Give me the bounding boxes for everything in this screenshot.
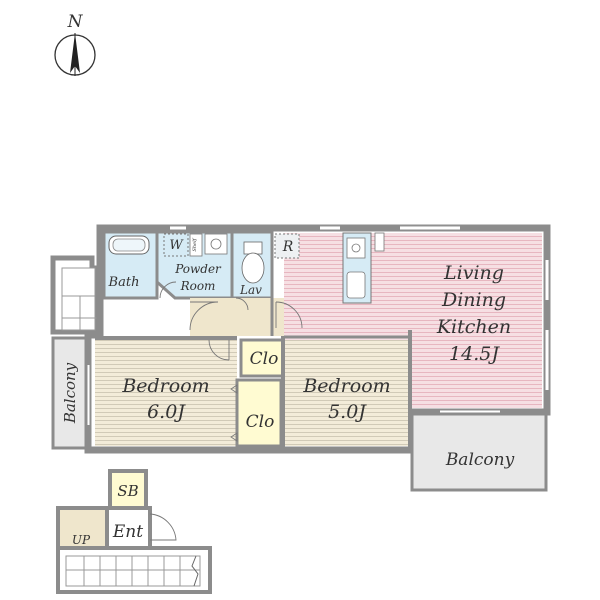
bedroom-west-floor [95,340,237,446]
refrigerator-label: R [282,239,294,255]
ldk-label-dining: Dining [441,289,506,311]
bedroom-east-floor [285,340,410,446]
bedroom-west-size: 6.0J [147,401,186,423]
stairs-landing [56,506,109,550]
closet-upper [239,338,285,378]
toilet-icon [243,241,263,255]
entrance-label: Ent [112,522,143,542]
washer-icon [163,233,189,257]
balcony-east [410,412,548,492]
closet-upper-label: Clo [250,349,279,369]
ldk-label-living: Living [443,262,504,284]
powder-room-label-line1: Powder [174,262,222,276]
refrigerator-icon [274,233,300,259]
ldk-label-kitchen: Kitchen [436,316,511,338]
bedroom-east-label: Bedroom [302,375,390,397]
sink-icon [204,233,228,255]
bath-label: Bath [108,275,140,290]
entrance-area [56,469,212,594]
stairs-up-label: UP [72,533,91,547]
powder-room-label-line2: Room [180,279,216,293]
closet-lower-label: Clo [246,412,275,432]
entrance-hall [105,506,152,550]
bedroom-west-label: Bedroom [121,375,209,397]
washer-label: W [169,238,184,253]
balcony-east-label: Balcony [445,450,515,470]
shelf-icon [189,233,203,257]
balcony-west [51,336,88,450]
compass-label: N [67,12,84,32]
shelf-label: Shelf [192,237,198,251]
kitchen-sink-icon [346,237,366,259]
cooktop-icon [346,271,366,299]
shoe-box-label: SB [117,482,138,500]
closet-lower [235,378,283,448]
north-compass-icon: N [54,12,96,76]
bedroom-east-size: 5.0J [328,401,367,423]
lavatory-label: Lav [239,283,262,297]
ldk-size-label: 14.5J [449,343,500,365]
balcony-west-label: Balcony [61,362,79,424]
hallway [190,298,284,336]
